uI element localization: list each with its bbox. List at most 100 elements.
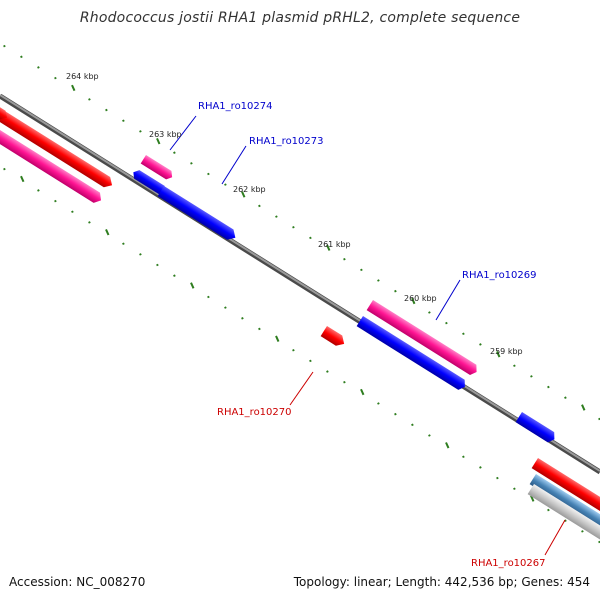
- minor-tick: [462, 332, 465, 336]
- minor-tick: [173, 274, 176, 277]
- feature-bar-right-grey: [527, 484, 600, 542]
- minor-tick: [71, 210, 74, 214]
- minor-tick: [377, 279, 380, 282]
- minor-tick: [394, 412, 397, 416]
- minor-tick: [309, 359, 312, 363]
- minor-tick: [156, 263, 159, 267]
- minor-tick: [581, 530, 584, 533]
- major-tick: [326, 244, 331, 251]
- minor-tick: [54, 199, 57, 203]
- minor-tick: [139, 130, 142, 133]
- feature-ro10273: [157, 186, 236, 240]
- scale-ticks-lower: [3, 167, 600, 544]
- minor-tick: [3, 44, 6, 48]
- scale-label-260: 260 kbp: [404, 294, 437, 303]
- map-title: Rhodococcus jostii RHA1 plasmid pRHL2, c…: [79, 10, 521, 26]
- minor-tick: [122, 119, 125, 122]
- gene-label-ro10270[interactable]: RHA1_ro10270: [217, 407, 292, 418]
- scale-ticks-upper: [3, 44, 600, 421]
- feature-ro10269: [366, 300, 477, 375]
- leader-ro10274: [169, 115, 197, 151]
- feature-ro10274-reverse: [133, 170, 165, 195]
- minor-tick: [428, 311, 431, 314]
- minor-tick: [564, 396, 567, 399]
- feature-ro10270: [320, 326, 345, 346]
- minor-tick: [428, 434, 431, 437]
- minor-tick: [394, 289, 397, 293]
- major-tick: [275, 335, 280, 342]
- major-tick: [241, 191, 246, 198]
- major-tick: [156, 137, 161, 145]
- feature-bar-right-blue: [515, 412, 555, 443]
- minor-tick: [547, 508, 550, 512]
- minor-tick: [122, 242, 125, 245]
- gene-label-ro10267[interactable]: RHA1_ro10267: [471, 558, 546, 569]
- feature-ro10269-reverse: [356, 316, 465, 390]
- gene-label-ro10273[interactable]: RHA1_ro10273: [249, 136, 324, 147]
- feature-bar-right-steel: [529, 474, 600, 532]
- minor-tick: [343, 380, 346, 384]
- major-tick: [71, 84, 76, 92]
- minor-tick: [292, 348, 295, 352]
- gene-label-ro10274[interactable]: RHA1_ro10274: [198, 101, 273, 112]
- sequence-backbone-highlight: [0, 94, 600, 472]
- gene-label-ro10269[interactable]: RHA1_ro10269: [462, 270, 537, 281]
- scale-label-259: 259 kbp: [490, 347, 523, 356]
- minor-tick: [360, 268, 363, 272]
- minor-tick: [258, 327, 261, 331]
- minor-tick: [207, 172, 210, 176]
- minor-tick: [224, 183, 227, 186]
- minor-tick: [3, 167, 6, 171]
- feature-bar-left-pink: [0, 130, 102, 203]
- major-tick: [411, 297, 416, 305]
- minor-tick: [326, 370, 329, 373]
- minor-tick: [411, 423, 414, 427]
- minor-tick: [513, 487, 516, 491]
- minor-tick: [479, 343, 482, 346]
- scale-label-261: 261 kbp: [318, 240, 351, 249]
- scale-label-264: 264 kbp: [66, 72, 99, 81]
- major-tick: [530, 495, 535, 502]
- minor-tick: [275, 215, 278, 218]
- major-tick: [496, 351, 501, 358]
- minor-tick: [496, 476, 499, 480]
- minor-tick: [309, 236, 312, 240]
- minor-tick: [513, 364, 516, 368]
- minor-tick: [88, 221, 91, 224]
- minor-tick: [139, 253, 142, 256]
- minor-tick: [292, 225, 295, 229]
- leader-ro10273: [221, 145, 247, 185]
- minor-tick: [224, 306, 227, 309]
- major-tick: [20, 175, 25, 183]
- accession-label: Accession: NC_008270: [9, 575, 146, 589]
- minor-tick: [207, 295, 210, 299]
- minor-tick: [462, 455, 465, 459]
- feature-bar-left-red-small: [0, 103, 8, 120]
- major-tick: [105, 229, 110, 236]
- scale-label-263: 263 kbp: [149, 130, 182, 139]
- minor-tick: [37, 189, 40, 192]
- major-tick: [445, 442, 450, 449]
- leader-ro10267: [544, 519, 566, 556]
- minor-tick: [377, 402, 380, 405]
- minor-tick: [20, 55, 23, 59]
- minor-tick: [547, 385, 550, 389]
- minor-tick: [105, 108, 108, 112]
- feature-ro10267: [531, 458, 600, 516]
- minor-tick: [173, 151, 176, 154]
- leader-ro10270: [289, 371, 314, 406]
- minor-tick: [241, 317, 244, 320]
- feature-ro10274: [140, 155, 173, 180]
- feature-bar-left-red-1: [0, 108, 113, 188]
- minor-tick: [530, 375, 533, 378]
- minor-tick: [445, 321, 448, 325]
- minor-tick: [479, 466, 482, 469]
- minor-tick: [190, 162, 193, 165]
- major-tick: [190, 282, 195, 289]
- major-tick: [360, 388, 365, 396]
- scale-label-262: 262 kbp: [233, 185, 266, 194]
- minor-tick: [343, 257, 346, 261]
- minor-tick: [88, 98, 91, 101]
- minor-tick: [37, 66, 40, 69]
